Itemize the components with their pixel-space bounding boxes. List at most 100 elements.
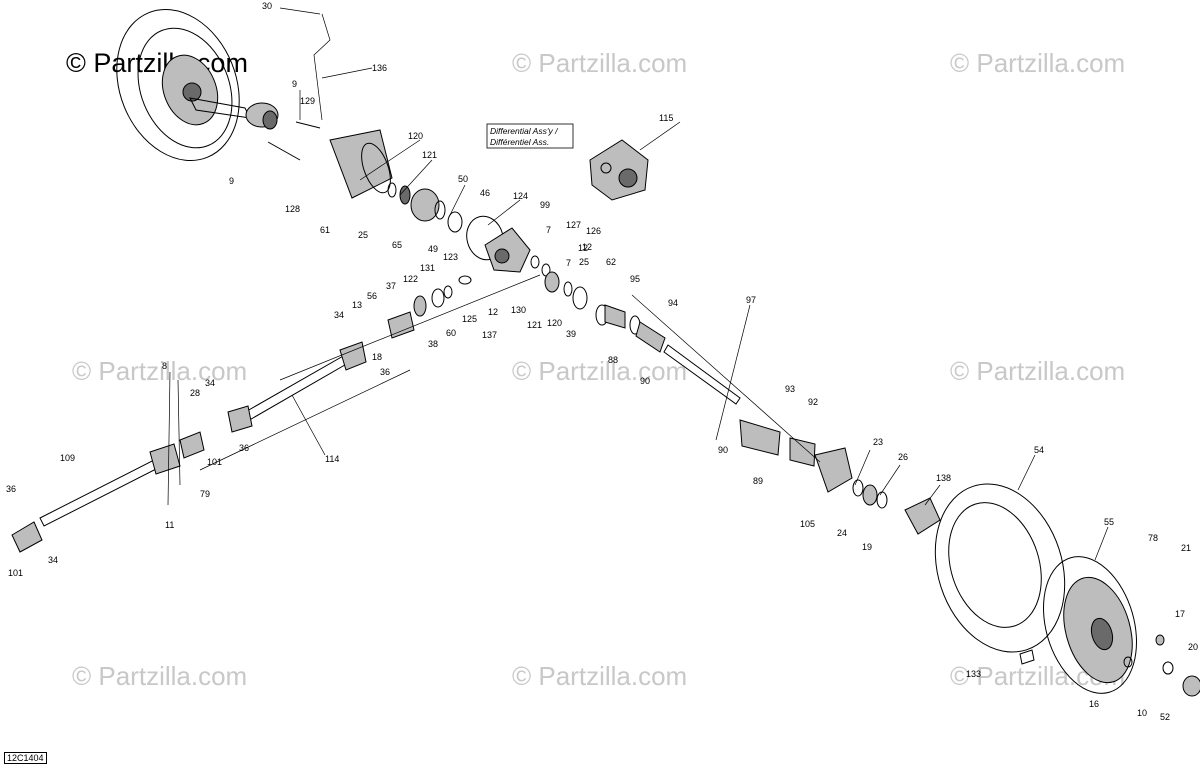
part-label: 101 <box>8 568 23 578</box>
part-label: 28 <box>190 388 200 398</box>
part-label: 16 <box>1089 699 1099 709</box>
diagram-id-label: 12C1404 <box>4 752 47 764</box>
part-label: 101 <box>207 457 222 467</box>
left-axle-housing <box>329 129 393 199</box>
part-labels: 30 136 9 129 120 121 9 128 61 25 65 50 4… <box>6 1 1198 722</box>
part-label: 34 <box>48 555 58 565</box>
part-label: 89 <box>753 476 763 486</box>
watermark: © Partzilla.com <box>72 356 247 386</box>
part-label: 37 <box>386 281 396 291</box>
part-label: 17 <box>1175 609 1185 619</box>
part-label: 54 <box>1034 445 1044 455</box>
part-label: 125 <box>462 314 477 324</box>
part-label: 130 <box>511 305 526 315</box>
part-label: 36 <box>380 367 390 377</box>
part-label: 95 <box>630 274 640 284</box>
right-tire <box>934 483 1137 694</box>
part-label: 121 <box>422 150 437 160</box>
part-label: 105 <box>800 519 815 529</box>
watermark-primary: © Partzilla.com <box>66 48 248 78</box>
part-label: 56 <box>367 291 377 301</box>
part-label: 115 <box>659 113 673 123</box>
right-bearing-stack <box>544 271 588 310</box>
part-label: 21 <box>1181 543 1191 553</box>
left-tire <box>116 8 240 162</box>
part-label: 90 <box>640 376 650 386</box>
part-label: 133 <box>966 669 981 679</box>
watermark: © Partzilla.com <box>950 356 1125 386</box>
part-label: 23 <box>873 437 883 447</box>
part-label: 49 <box>428 244 438 254</box>
part-label: 18 <box>372 352 382 362</box>
watermark: © Partzilla.com <box>72 661 247 691</box>
part-label: 127 <box>566 220 581 230</box>
part-label: 8 <box>162 361 167 371</box>
part-label: 109 <box>60 453 75 463</box>
watermark: © Partzilla.com <box>950 48 1125 78</box>
part-label: 62 <box>606 257 616 267</box>
part-label: 94 <box>668 298 678 308</box>
part-label: 36 <box>239 443 249 453</box>
part-label: 10 <box>1137 708 1147 718</box>
part-label: 78 <box>1148 533 1158 543</box>
part-label: 9 <box>229 176 234 186</box>
part-label: 126 <box>586 226 601 236</box>
part-label: 90 <box>718 445 728 455</box>
part-label: 13 <box>352 300 362 310</box>
part-label: 50 <box>458 174 468 184</box>
part-label: 123 <box>443 252 458 262</box>
part-label: 25 <box>358 230 368 240</box>
part-label: 19 <box>862 542 872 552</box>
pinion-parts <box>387 275 472 339</box>
part-label: 137 <box>482 330 497 340</box>
part-label: 38 <box>428 339 438 349</box>
watermark: © Partzilla.com <box>512 356 687 386</box>
differential-callout: Differential Ass'y / Différentiel Ass. <box>486 123 574 149</box>
part-label: 114 <box>325 454 339 464</box>
part-label: 99 <box>540 200 550 210</box>
driveshaft-114 <box>227 341 367 433</box>
part-label: 12 <box>582 242 592 252</box>
part-label: 55 <box>1104 517 1114 527</box>
part-label: 34 <box>205 378 215 388</box>
callout-line-1: Differential Ass'y / <box>490 126 559 136</box>
part-label: 46 <box>480 188 490 198</box>
part-label: 7 <box>566 258 571 268</box>
part-label: 20 <box>1188 642 1198 652</box>
part-label: 124 <box>513 191 528 201</box>
part-label: 93 <box>785 384 795 394</box>
part-label: 12 <box>578 243 588 253</box>
part-label: 97 <box>746 295 756 305</box>
wheel-hardware <box>1019 634 1200 697</box>
part-label: 61 <box>320 225 330 235</box>
driveshaft-109 <box>11 431 205 553</box>
part-label: 52 <box>1160 712 1170 722</box>
part-label: 120 <box>408 131 423 141</box>
part-label: 30 <box>262 1 272 11</box>
part-label: 121 <box>527 320 542 330</box>
leader-lines <box>167 7 1109 561</box>
left-axle-assembly <box>189 13 331 161</box>
part-label: 92 <box>808 397 818 407</box>
part-label: 138 <box>936 473 951 483</box>
part-label: 136 <box>372 63 387 73</box>
watermark: © Partzilla.com <box>512 661 687 691</box>
part-label: 12 <box>488 307 498 317</box>
part-label: 9 <box>292 79 297 89</box>
part-label: 25 <box>579 257 589 267</box>
part-label: 26 <box>898 452 908 462</box>
part-label: 79 <box>200 489 210 499</box>
differential-assembly <box>589 139 649 201</box>
watermarks: © Partzilla.com © Partzilla.com © Partzi… <box>66 48 1125 691</box>
callout-line-2: Différentiel Ass. <box>490 137 549 147</box>
bearing-seal-stack <box>387 182 504 261</box>
right-axle-assembly <box>595 304 941 535</box>
part-label: 128 <box>285 204 300 214</box>
part-label: 129 <box>300 96 315 106</box>
part-label: 36 <box>6 484 16 494</box>
part-label: 65 <box>392 240 402 250</box>
part-label: 11 <box>165 520 174 530</box>
part-label: 131 <box>420 263 435 273</box>
differential-housing <box>484 227 551 277</box>
